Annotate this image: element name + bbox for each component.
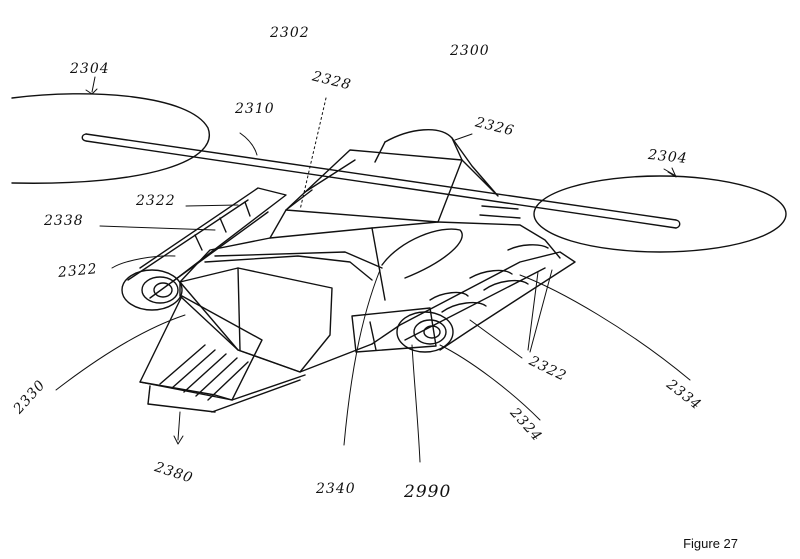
right-wheel [397,312,453,352]
ref-2340: 2340 [316,481,356,497]
ref-2302: 2302 [270,25,310,41]
ref-2310: 2310 [235,101,275,117]
left-track [128,188,286,298]
left-wheel [122,270,182,310]
right-track [372,206,575,350]
ref-2338: 2338 [44,213,84,229]
nose-housing [140,268,332,412]
canopy [286,150,462,222]
front-slats [148,345,248,412]
rear-fairing [375,130,498,196]
ref-2304-right: 2304 [647,146,689,168]
ref-2322-upper: 2322 [136,193,176,209]
ref-2322-left: 2322 [57,260,99,282]
right-rotor-disc [534,176,786,252]
figure-caption: Figure 27 [683,536,738,551]
lower-plate [352,308,436,352]
left-rotor-disc [12,94,209,183]
leader-lines [56,77,690,462]
ref-2990: 2990 [404,482,452,502]
ref-2300: 2300 [450,43,490,59]
ref-2304-left: 2304 [70,61,110,77]
rotor-shaft [82,134,680,228]
